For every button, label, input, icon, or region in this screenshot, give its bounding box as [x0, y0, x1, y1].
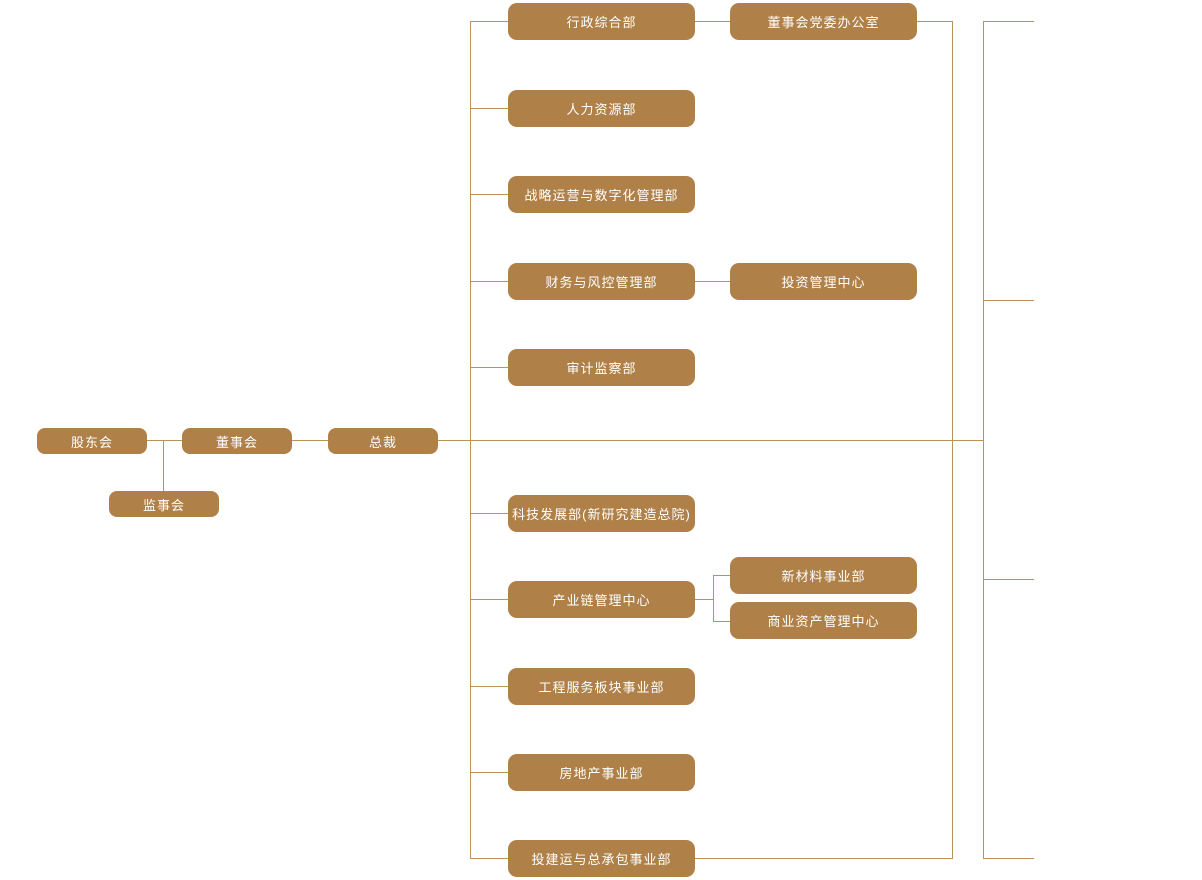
- node-commercial-assets: 商业资产管理中心: [730, 602, 917, 639]
- node-label: 人力资源部: [566, 102, 637, 117]
- node-label: 新材料事业部: [781, 569, 866, 584]
- node-president: 总裁: [328, 428, 438, 454]
- node-label: 投建运与总承包事业部: [531, 852, 672, 867]
- node-new-materials: 新材料事业部: [730, 557, 917, 594]
- node-label: 董事会: [215, 434, 258, 450]
- right-rail-stub-3: [983, 579, 1034, 580]
- connector-new-materials: [713, 575, 730, 576]
- connector-shareholders-board: [147, 440, 182, 441]
- right-rail-stub-2: [983, 300, 1034, 301]
- right-rail-stub-1: [983, 21, 1034, 22]
- connector-industry-branch: [695, 599, 713, 600]
- node-tech-development: 科技发展部(新研究建造总院): [508, 495, 695, 532]
- trunk-line: [470, 21, 471, 859]
- row-stub-engineering: [470, 686, 508, 687]
- node-board-of-directors: 董事会: [182, 428, 292, 454]
- node-audit-supervision: 审计监察部: [508, 349, 695, 386]
- node-label: 商业资产管理中心: [767, 614, 880, 629]
- row-stub-hr: [470, 108, 508, 109]
- node-shareholders: 股东会: [37, 428, 147, 454]
- connector-industry-children: [713, 575, 714, 622]
- node-label: 股东会: [70, 434, 113, 450]
- connector-board-president: [292, 440, 328, 441]
- node-strategy-digital: 战略运营与数字化管理部: [508, 176, 695, 213]
- connector-supervisory-drop: [163, 440, 164, 491]
- row-stub-real-estate: [470, 772, 508, 773]
- connector-party-office-right: [917, 21, 952, 22]
- right-rail-inner: [952, 21, 953, 859]
- node-label: 财务与风控管理部: [545, 275, 658, 290]
- node-investment-epc: 投建运与总承包事业部: [508, 840, 695, 877]
- row-stub-audit: [470, 367, 508, 368]
- connector-finance-investment: [695, 281, 730, 282]
- row-stub-industry: [470, 599, 508, 600]
- connector-epc-right: [695, 858, 952, 859]
- node-label: 科技发展部(新研究建造总院): [512, 507, 691, 522]
- row-stub-tech: [470, 513, 508, 514]
- right-rail-stub-4: [983, 858, 1034, 859]
- row-stub-epc: [470, 858, 508, 859]
- node-label: 行政综合部: [566, 15, 637, 30]
- connector-president-main: [438, 440, 983, 441]
- node-label: 总裁: [368, 434, 397, 450]
- connector-commercial-assets: [713, 621, 730, 622]
- node-real-estate: 房地产事业部: [508, 754, 695, 791]
- node-admin-general: 行政综合部: [508, 3, 695, 40]
- node-board-party-office: 董事会党委办公室: [730, 3, 917, 40]
- node-label: 监事会: [142, 497, 185, 513]
- row-stub-finance: [470, 281, 508, 282]
- node-label: 战略运营与数字化管理部: [524, 188, 679, 203]
- node-label: 工程服务板块事业部: [538, 680, 665, 695]
- row-stub-strategy: [470, 194, 508, 195]
- node-label: 董事会党委办公室: [767, 15, 880, 30]
- node-label: 产业链管理中心: [552, 593, 651, 608]
- node-industry-chain-center: 产业链管理中心: [508, 581, 695, 618]
- node-finance-risk: 财务与风控管理部: [508, 263, 695, 300]
- row-stub-admin: [470, 21, 508, 22]
- node-human-resources: 人力资源部: [508, 90, 695, 127]
- node-investment-center: 投资管理中心: [730, 263, 917, 300]
- node-engineering-services: 工程服务板块事业部: [508, 668, 695, 705]
- node-supervisory-board: 监事会: [109, 491, 219, 517]
- node-label: 审计监察部: [566, 361, 637, 376]
- node-label: 房地产事业部: [559, 766, 644, 781]
- right-rail-outer: [983, 21, 984, 859]
- connector-admin-party-office: [695, 21, 730, 22]
- node-label: 投资管理中心: [781, 275, 866, 290]
